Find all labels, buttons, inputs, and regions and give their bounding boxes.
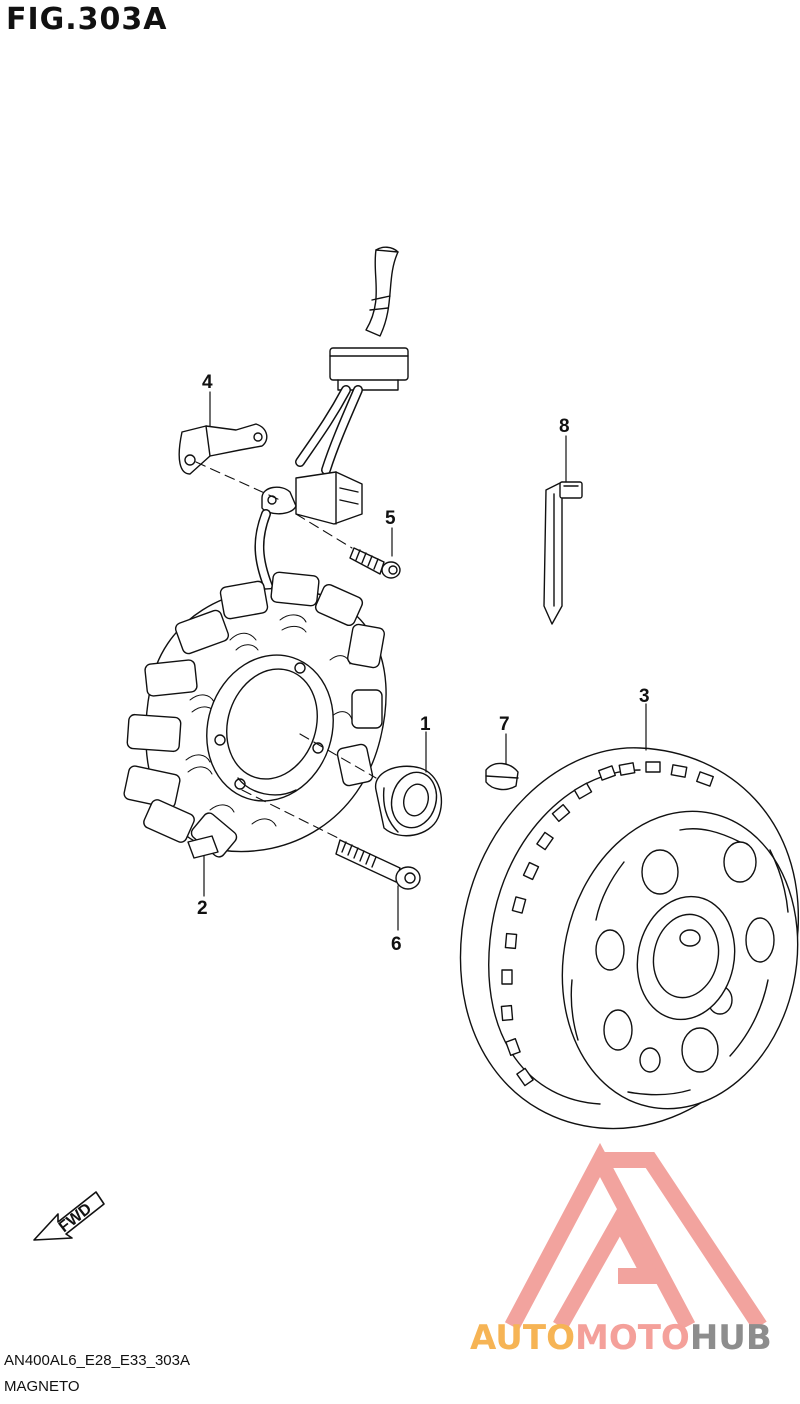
watermark-hub: HUB	[689, 1318, 772, 1358]
alignment-lines	[195, 461, 377, 839]
rotor-part-3	[459, 747, 799, 1130]
callout-6: 6	[391, 934, 402, 955]
stator-part-2	[123, 571, 387, 859]
figure-code: AN400AL6_E28_E33_303A	[4, 1352, 190, 1369]
figure-name: MAGNETO	[4, 1378, 80, 1395]
nut-part-1	[375, 765, 443, 837]
bolt-part-5	[349, 547, 401, 579]
bolt-part-6	[335, 839, 421, 890]
clamp-part-4	[178, 423, 268, 475]
wire-harness	[254, 246, 409, 591]
callout-5: 5	[385, 508, 396, 529]
watermark-auto: AUTO	[470, 1318, 575, 1358]
callout-3: 3	[639, 686, 650, 707]
callout-2: 2	[197, 898, 208, 919]
callout-1: 1	[420, 714, 431, 735]
watermark-moto: MOTO	[574, 1318, 690, 1358]
callout-8: 8	[559, 416, 570, 437]
watermark-logo-mark	[504, 1142, 767, 1331]
key-part-7	[485, 762, 519, 791]
figure-title: FIG.303A	[6, 2, 168, 37]
callout-4: 4	[202, 372, 213, 393]
cable-tie-part-8	[543, 481, 583, 625]
watermark-wordmark: AUTOMOTOHUB	[470, 1318, 772, 1358]
leader-lines	[203, 391, 647, 931]
callout-7: 7	[499, 714, 510, 735]
fwd-arrow	[33, 1191, 105, 1241]
